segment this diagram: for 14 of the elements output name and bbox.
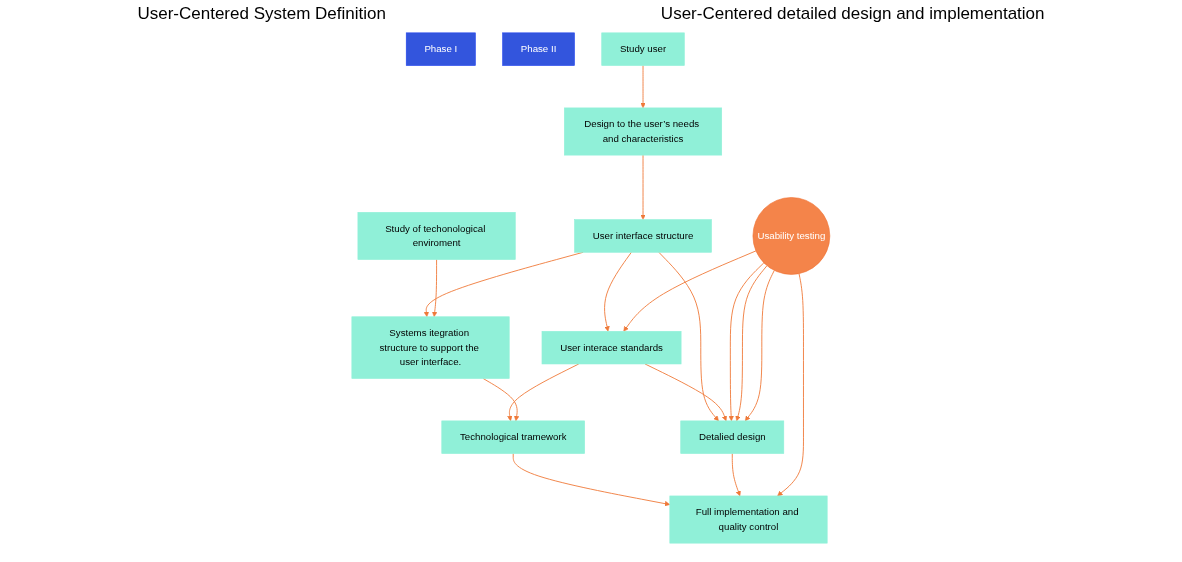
node-box: Systems itegration structure to support the user interface. bbox=[351, 316, 510, 379]
node-box: Full implementation and quality control bbox=[669, 495, 828, 544]
node-box: Phase I bbox=[406, 32, 476, 66]
node-box: Study of techonological enviroment bbox=[357, 212, 516, 260]
node-box: Technological tramework bbox=[441, 420, 586, 454]
node-circle: Usability testing bbox=[752, 197, 831, 275]
node-box: Detalied design bbox=[680, 420, 785, 454]
node-box: User interface structure bbox=[574, 219, 712, 253]
subtitle-text: User-Centered detailed design and implementation bbox=[660, 4, 1045, 24]
node-box: Design to the user’s needs and characteristics bbox=[564, 107, 723, 156]
node-box: User interace standards bbox=[541, 331, 682, 365]
subtitle-text: User-Centered System Definition bbox=[137, 4, 386, 24]
node-box: Phase II bbox=[502, 32, 575, 66]
node-box: Study user bbox=[601, 32, 685, 66]
